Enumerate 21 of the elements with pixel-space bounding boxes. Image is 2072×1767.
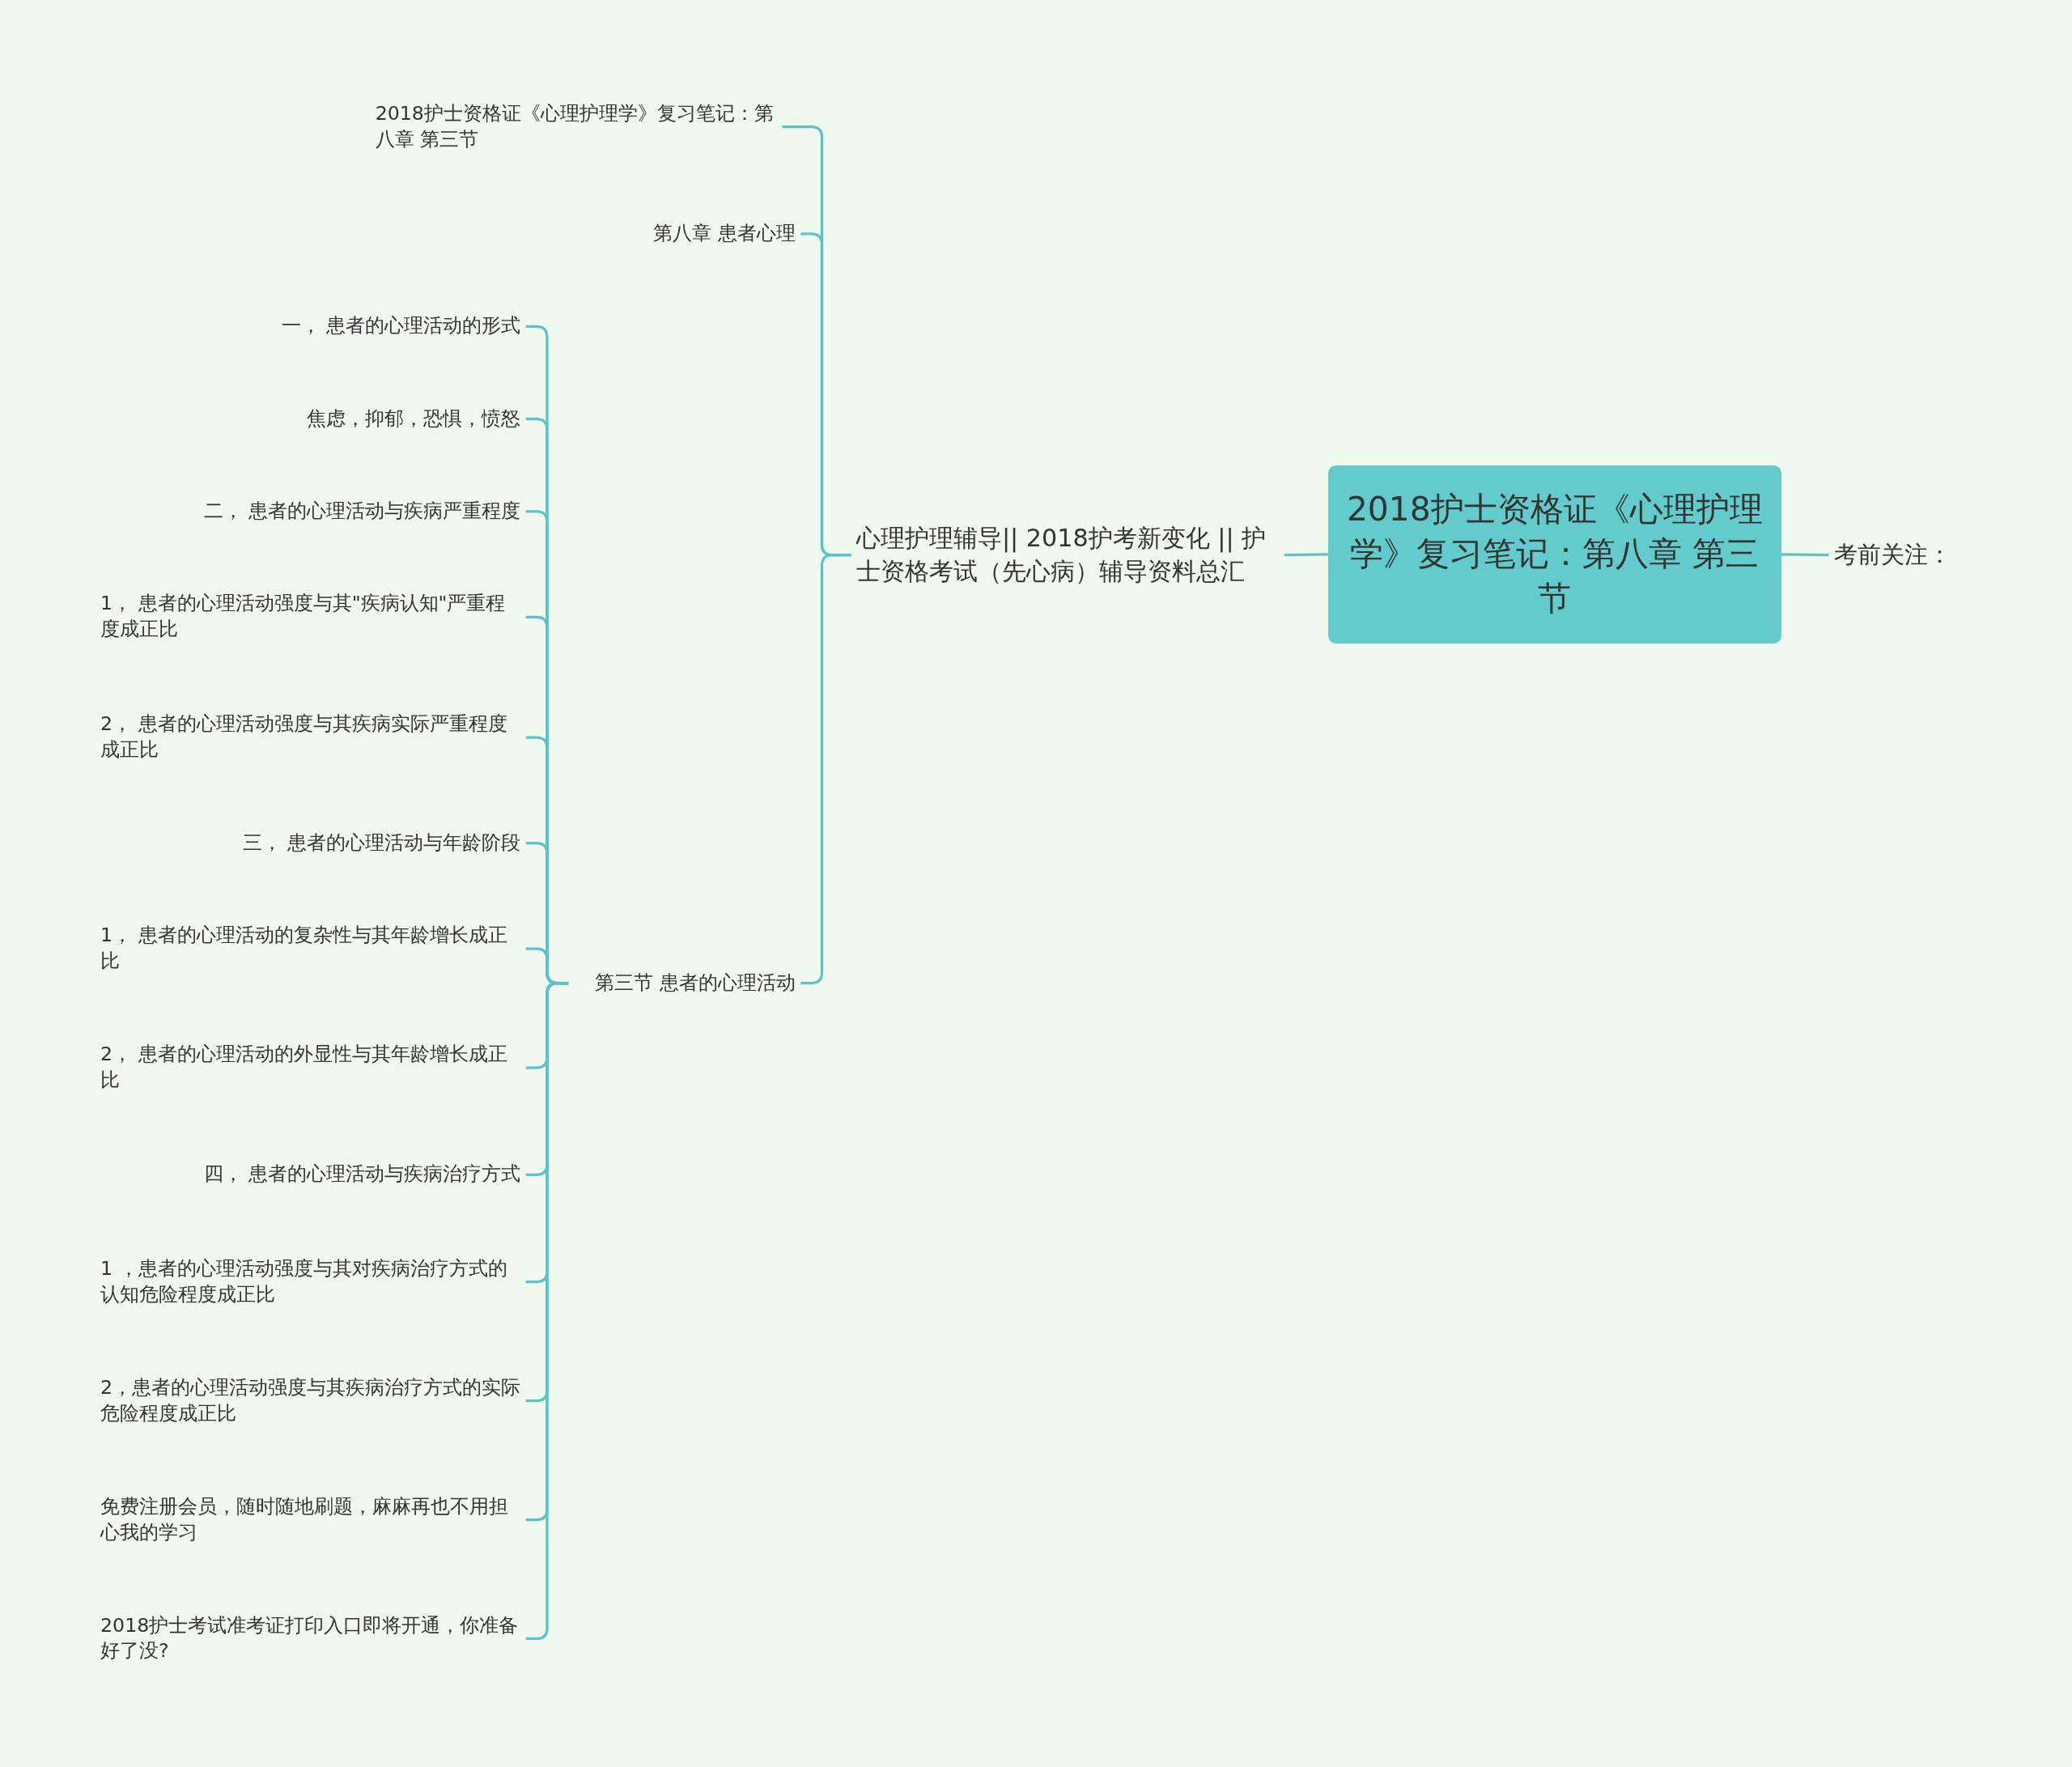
connector-line: [1284, 553, 1328, 557]
leaf-text: 1 ，患者的心理活动强度与其对疾病治疗方式的认知危险程度成正比: [95, 1253, 526, 1310]
leaf-text: 四， 患者的心理活动与疾病治疗方式: [95, 1159, 526, 1191]
branch-text: 心理护理辅导|| 2018护考新变化 || 护士资格考试（先心病）辅导资料总汇: [851, 519, 1284, 591]
leaf-text: 2018护士考试准考证打印入口即将开通，你准备好了没?: [95, 1610, 526, 1667]
leaf-text: 免费注册会员，随时随地刷题，麻麻再也不用担心我的学习: [95, 1491, 526, 1548]
branch-text: 考前关注：: [1828, 536, 1975, 574]
leaf-text: 1， 患者的心理活动强度与其"疾病认知"严重程度成正比: [95, 588, 526, 646]
branch-text: 2018护士资格证《心理护理学》复习笔记：第八章 第三节: [370, 98, 783, 155]
leaf-text: 二， 患者的心理活动与疾病严重程度: [95, 495, 526, 528]
branch-text: 第三节 患者的心理活动: [568, 967, 801, 999]
connector-line: [1781, 553, 1829, 557]
leaf-text: 2， 患者的心理活动的外显性与其年龄增长成正比: [95, 1039, 526, 1097]
leaf-text: 焦虑，抑郁，恐惧，愤怒: [95, 403, 526, 435]
branch-text: 第八章 患者心理: [621, 218, 801, 250]
leaf-text: 1， 患者的心理活动的复杂性与其年龄增长成正比: [95, 920, 526, 978]
leaf-text: 2，患者的心理活动强度与其疾病治疗方式的实际危险程度成正比: [95, 1372, 526, 1429]
leaf-text: 一， 患者的心理活动的形式: [95, 311, 526, 342]
topic-box: 2018护士资格证《心理护理学》复习笔记：第八章 第三节: [1327, 465, 1781, 644]
leaf-text: 三， 患者的心理活动与年龄阶段: [95, 827, 526, 859]
leaf-text: 2， 患者的心理活动强度与其疾病实际严重程度成正比: [95, 708, 526, 767]
